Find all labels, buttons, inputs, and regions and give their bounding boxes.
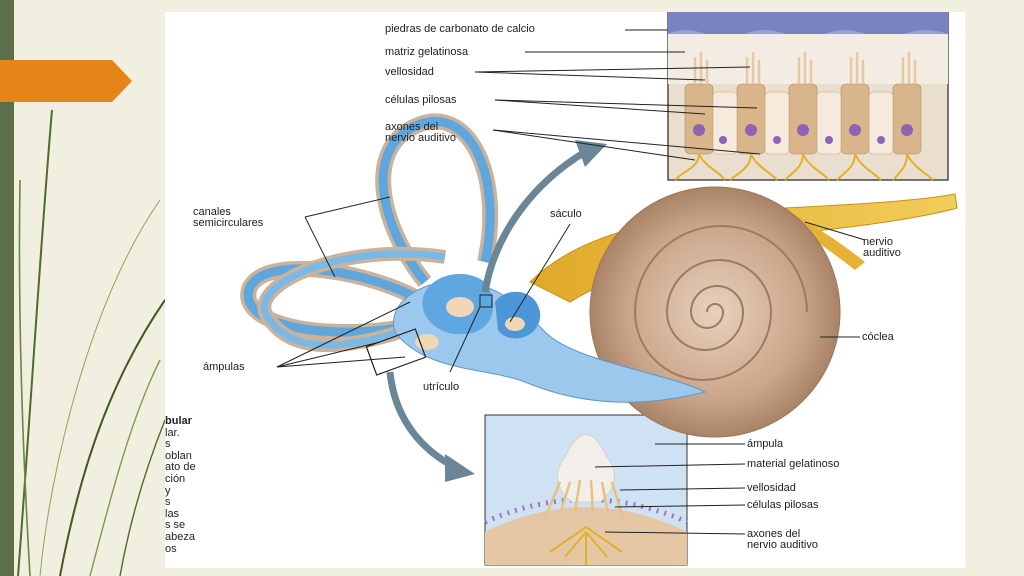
caption-line: s bbox=[165, 496, 171, 509]
caption-line: las bbox=[165, 507, 180, 520]
label-material: material gelatinoso bbox=[747, 458, 840, 470]
label-celulas-bottom: células pilosas bbox=[747, 499, 819, 511]
caption-line: lar. bbox=[165, 426, 180, 439]
hair-cell-inset-top bbox=[667, 11, 949, 181]
label-ampulas: ámpulas bbox=[203, 361, 245, 373]
ampulla-inset-bottom bbox=[483, 414, 689, 566]
label-nervio: nervio auditivo bbox=[863, 236, 901, 259]
label-utriculo: utrículo bbox=[423, 381, 460, 393]
label-celulas-top: células pilosas bbox=[385, 94, 457, 106]
vestibule-utricle-saccule bbox=[365, 273, 707, 403]
caption-line: s se bbox=[165, 519, 186, 532]
label-saculo: sáculo bbox=[550, 208, 582, 220]
ear-diagram-figure: piedras de carbonato de calcio matriz ge… bbox=[165, 11, 965, 568]
label-vellosidad-bottom: vellosidad bbox=[747, 482, 796, 494]
decorative-swoosh-lines bbox=[17, 109, 166, 576]
caption-line: ato de bbox=[165, 461, 196, 474]
caption-line: s bbox=[165, 438, 171, 451]
top-nuclei bbox=[693, 124, 913, 144]
top-axons bbox=[674, 153, 934, 181]
semicircular-canals bbox=[240, 113, 499, 353]
caption-line: abeza bbox=[165, 530, 195, 543]
caption-line: oblan bbox=[165, 449, 192, 462]
label-axones-top: axones del nervio auditivo bbox=[385, 121, 456, 144]
left-accent-bar bbox=[0, 0, 14, 576]
label-coclea: cóclea bbox=[862, 331, 894, 343]
top-stereocilia bbox=[693, 52, 917, 84]
label-axones-bottom: axones del nervio auditivo bbox=[747, 528, 818, 551]
arrow-to-top-inset bbox=[481, 148, 587, 293]
label-matriz: matriz gelatinosa bbox=[385, 46, 469, 58]
label-canales: canales semicirculares bbox=[193, 206, 264, 229]
label-ampula: ámpula bbox=[747, 438, 784, 450]
caption-line: bular bbox=[165, 415, 192, 427]
caption-line: ción bbox=[165, 472, 186, 485]
caption-line: y bbox=[165, 484, 171, 497]
label-piedras: piedras de carbonato de calcio bbox=[385, 23, 535, 35]
inner-ear-illustration bbox=[240, 11, 958, 566]
label-vellosidad-top: vellosidad bbox=[385, 66, 434, 78]
caption-line: os bbox=[165, 542, 177, 555]
orange-arrow-tab bbox=[0, 60, 132, 102]
leader-lines bbox=[276, 29, 866, 535]
